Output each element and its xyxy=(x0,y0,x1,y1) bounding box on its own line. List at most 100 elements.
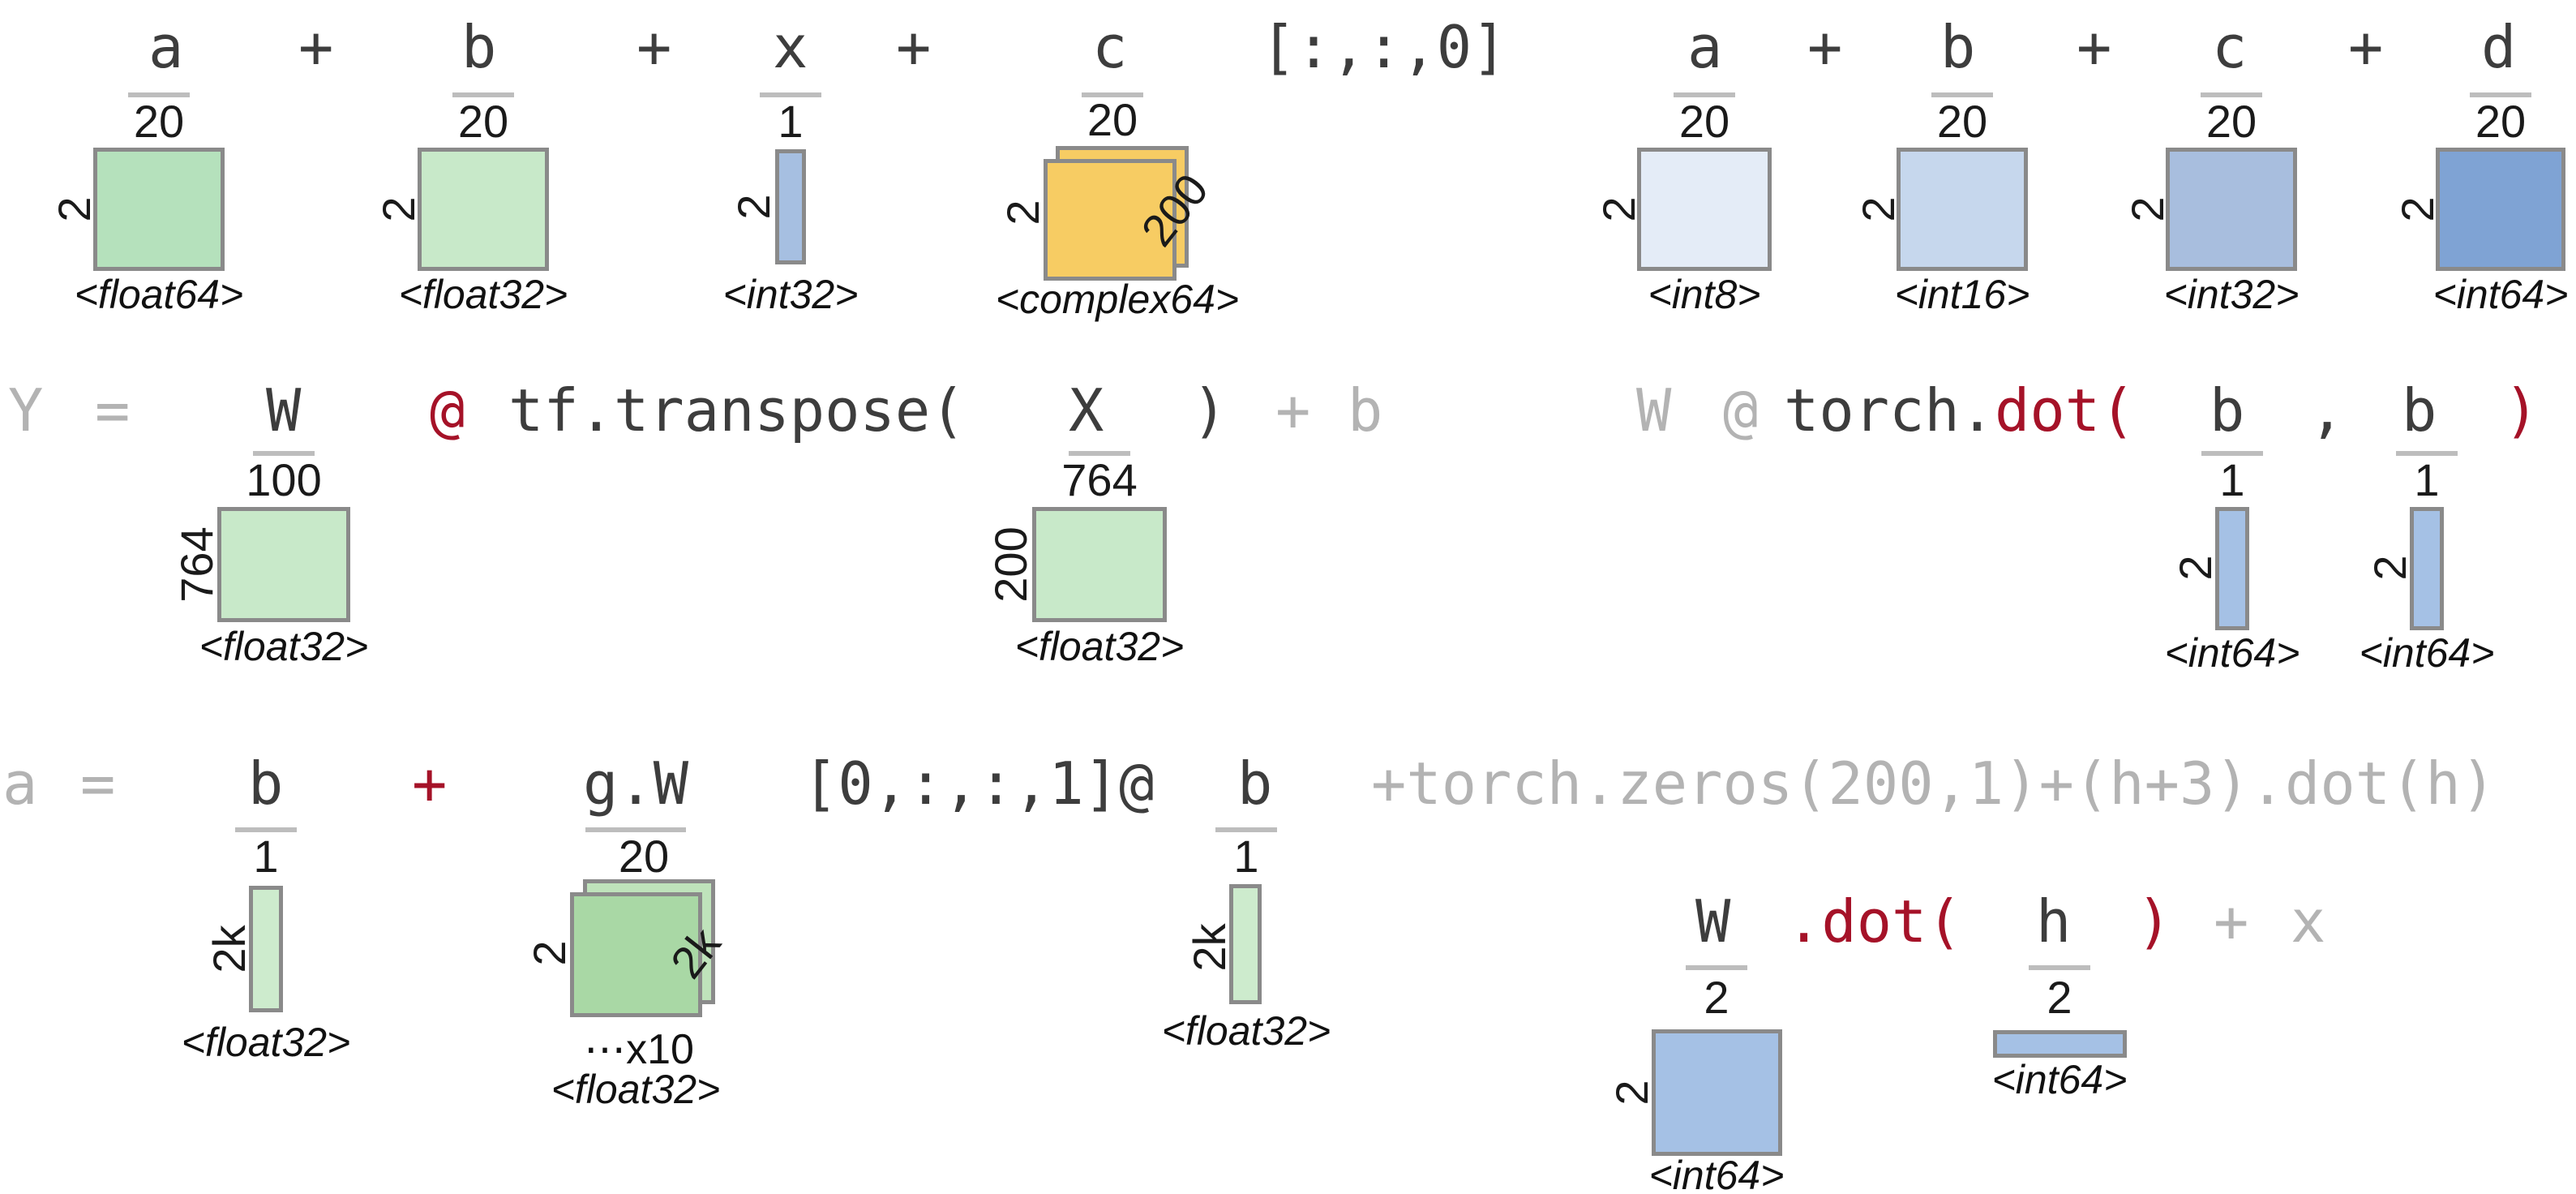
dim-top-label: 1 xyxy=(2219,454,2245,505)
repeat-label: ⋯x10 xyxy=(584,1026,694,1073)
dim-top-label: 764 xyxy=(1061,454,1138,505)
tensor-box-b2 xyxy=(1229,884,1262,1004)
code-token-W: W xyxy=(1695,887,1731,956)
code-token-tail: +torch.zeros(200,1)+(h+3).dot(h) xyxy=(1371,749,2497,818)
dtype-label: <int64> xyxy=(2164,630,2300,676)
tensor-box-c-front xyxy=(1044,159,1177,281)
dim-top-label: 20 xyxy=(1936,96,1988,147)
tensor-box-gW-front xyxy=(570,892,702,1017)
operand-underline xyxy=(760,92,821,97)
code-token-a: a xyxy=(1687,13,1723,81)
code-token-plus: + xyxy=(2348,13,2384,81)
code-token-plus: + xyxy=(298,13,334,81)
operand-underline xyxy=(235,827,297,832)
dtype-label: <float32> xyxy=(1161,1008,1331,1054)
code-token-b: b xyxy=(1940,13,1976,81)
code-token-paren: ) xyxy=(2137,887,2172,956)
code-token-a: a xyxy=(2,749,38,818)
code-token-equals: = xyxy=(95,376,131,445)
dtype-label: <float32> xyxy=(551,1067,721,1112)
dtype-label: <int16> xyxy=(1894,272,2030,317)
code-token-Y: Y xyxy=(8,376,44,445)
code-token-x: x xyxy=(773,13,808,81)
code-token-b: b xyxy=(1348,376,1383,445)
code-token-torch: torch. xyxy=(1784,376,1995,445)
dtype-label: <float32> xyxy=(1014,624,1185,669)
dim-top-label: 20 xyxy=(1087,94,1138,145)
code-token-plus: + xyxy=(896,13,932,81)
dim-side-label: 2 xyxy=(1593,196,1644,222)
operand-underline xyxy=(2201,92,2262,97)
code-token-b: b xyxy=(1237,749,1273,818)
dim-side-label: 2 xyxy=(2364,555,2415,581)
dim-side-label: 2 xyxy=(2392,196,2443,222)
code-token-plus: + xyxy=(412,749,448,818)
operand-underline xyxy=(1215,827,1277,832)
tensor-box-b xyxy=(1897,148,2028,271)
tensor-box-W xyxy=(1652,1029,1782,1156)
dim-side-label: 2 xyxy=(1853,196,1904,222)
code-token-b: b xyxy=(248,749,284,818)
code-token-h: h xyxy=(2036,887,2072,956)
dtype-label: <int64> xyxy=(2359,630,2495,676)
dtype-label: <int64> xyxy=(1991,1057,2128,1102)
dim-side-label: 2 xyxy=(728,194,779,220)
dtype-label: <float32> xyxy=(181,1020,351,1065)
code-token-X: X xyxy=(1069,376,1104,445)
code-token-plus: + xyxy=(2077,13,2112,81)
dim-side-label: 2 xyxy=(373,196,424,222)
dtype-label: <complex64> xyxy=(995,277,1240,322)
code-token-paren: ) xyxy=(2504,376,2540,445)
dtype-label: <float64> xyxy=(74,272,244,317)
code-token-equals: = xyxy=(80,749,116,818)
code-token-matmul: @ xyxy=(1723,376,1759,445)
dtype-label: <int64> xyxy=(2432,272,2569,317)
tensor-box-a xyxy=(1637,148,1772,271)
tensor-box-W xyxy=(217,507,350,622)
code-token-index: [0,:,:,1]@ xyxy=(803,749,1155,818)
dtype-label: <int32> xyxy=(722,272,859,317)
operand-underline xyxy=(128,92,190,97)
code-token-d: d xyxy=(2481,13,2517,81)
dim-top-label: 1 xyxy=(1233,831,1259,882)
operand-underline xyxy=(1931,92,1993,97)
dim-top-label: 1 xyxy=(253,831,279,882)
dim-top-label: 1 xyxy=(2414,454,2440,505)
dim-side-label: 2k xyxy=(1184,923,1235,972)
tensor-box-a xyxy=(93,148,225,271)
dim-side-label: 2 xyxy=(2170,555,2221,581)
dim-top-label: 2 xyxy=(1704,972,1729,1023)
dtype-label: <int8> xyxy=(1648,272,1761,317)
code-token-W: W xyxy=(1636,376,1672,445)
dim-top-label: 20 xyxy=(2475,96,2527,147)
tensor-box-d xyxy=(2436,148,2565,271)
code-token-matmul: @ xyxy=(430,376,465,445)
dtype-label: <float32> xyxy=(398,272,568,317)
code-token-x: x xyxy=(2291,887,2326,956)
tensor-box-b1 xyxy=(2215,507,2249,630)
code-token-W: W xyxy=(266,376,302,445)
operand-underline xyxy=(452,92,514,97)
code-token-b: b xyxy=(2402,376,2437,445)
dim-top-label: 20 xyxy=(2205,96,2257,147)
code-token-plus: + xyxy=(2214,887,2249,956)
operand-underline xyxy=(253,451,315,456)
tensor-box-b1 xyxy=(249,886,283,1012)
operand-underline xyxy=(2470,92,2531,97)
operand-underline xyxy=(585,827,686,832)
code-token-dot-call: dot( xyxy=(1995,376,2136,445)
code-token-c: c xyxy=(2212,13,2248,81)
operand-underline xyxy=(1082,92,1143,97)
code-token-tf-transpose: tf.transpose( xyxy=(508,376,966,445)
dim-top-label: 20 xyxy=(1678,96,1730,147)
operand-underline xyxy=(2396,451,2458,456)
operand-underline xyxy=(2029,965,2090,970)
code-token-comma: , xyxy=(2309,376,2345,445)
dtype-label: <int64> xyxy=(1648,1153,1785,1194)
dim-top-label: 100 xyxy=(246,454,322,505)
code-token-dot-call: .dot( xyxy=(1786,887,1962,956)
code-token-plus: + xyxy=(1807,13,1843,81)
code-token-index: [:,:,0] xyxy=(1261,13,1507,81)
dim-top-label: 1 xyxy=(778,96,804,147)
